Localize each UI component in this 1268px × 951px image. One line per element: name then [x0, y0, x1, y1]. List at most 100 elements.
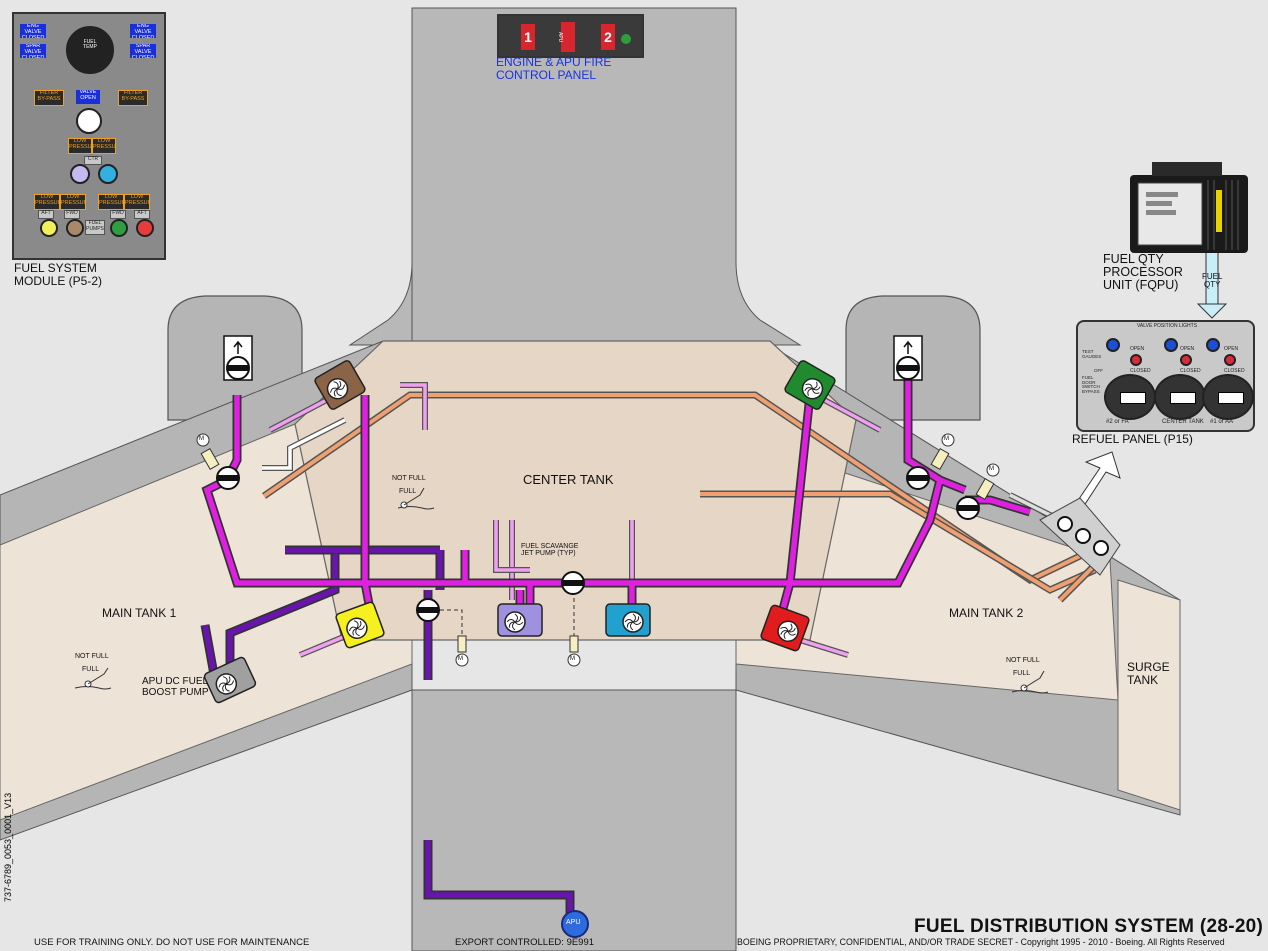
apu-feed-line: [200, 545, 575, 915]
spar-valve-light-2: SPAR VALVE CLOSED: [130, 44, 156, 58]
ctr-pump-switch-left[interactable]: [70, 164, 90, 184]
valve-position-header: VALVE POSITION LIGHTS: [1136, 323, 1198, 329]
main-tank-2-label: MAIN TANK 2: [949, 606, 1024, 620]
motor-label-1: M: [199, 436, 204, 442]
closed-label-3: CLOSED: [1224, 368, 1245, 374]
float-switches: [74, 487, 1049, 694]
fwd-2-pump-switch[interactable]: [110, 219, 128, 237]
test-gauges-label: TEST GAUGES: [1082, 349, 1102, 359]
crossfeed-valve: [561, 571, 585, 595]
valve-light-left: [1106, 338, 1120, 352]
fuselage-lower: [411, 689, 737, 951]
pump-aft-1: [335, 601, 385, 649]
ctr-low-pressure-light-1: LOW PRESSURE: [68, 138, 92, 154]
fuselage: [411, 7, 802, 346]
fqpu-label: FUEL QTY PROCESSOR UNIT (FQPU): [1103, 252, 1183, 293]
tank-1-label: #1 or AA: [1210, 419, 1234, 425]
main-tank-1-label: MAIN TANK 1: [102, 606, 177, 620]
not-full-label-tank-1: NOT FULL: [75, 653, 109, 660]
aft-2-low-pressure-light: LOW PRESSURE: [124, 194, 150, 210]
document-id: 737-6789_0053_0001_V13: [3, 792, 13, 902]
fwd-1-label: FWD: [64, 210, 80, 219]
valve-light-center: [1164, 338, 1178, 352]
motor-label-5: M: [570, 656, 575, 662]
apu-shutoff-valve: [416, 598, 440, 622]
pump-center-left: [497, 603, 543, 637]
center-quantity-gauge: [1154, 374, 1206, 420]
fuel-system-module: ENG VALVE CLOSED SPAR VALVE CLOSED ENG V…: [12, 12, 166, 260]
off-label: OFF: [1094, 368, 1103, 373]
crossfeed-valve-open-light: VALVE OPEN: [76, 90, 100, 104]
apu-dc-boost-pump: [203, 656, 257, 704]
refuel-station: [1039, 497, 1121, 576]
motor-label-3: M: [989, 466, 994, 472]
apu-fire-handle[interactable]: APU: [557, 22, 575, 52]
fwd-1-low-pressure-light: LOW PRESSURE: [60, 194, 86, 210]
fuel-temp-label: FUEL TEMP: [83, 39, 97, 50]
pump-center-right: [605, 603, 651, 637]
fire-test-switch-icon[interactable]: [621, 34, 631, 44]
surge-tank-label: SURGE TANK: [1127, 660, 1170, 687]
filter-bypass-light-2: FILTER BY-PASS: [118, 90, 148, 106]
refuel-panel: VALVE POSITION LIGHTS OPEN OPEN OPEN CLO…: [1076, 320, 1255, 432]
pump-fwd-2: [784, 360, 836, 410]
spar-valve-light-1: SPAR VALVE CLOSED: [20, 44, 46, 58]
motor-label-2: M: [944, 436, 949, 442]
not-full-label-tank-2: NOT FULL: [1006, 657, 1040, 664]
fuel-module-label: FUEL SYSTEM MODULE (P5-2): [14, 261, 103, 288]
refuel-switch-1[interactable]: [1130, 354, 1142, 366]
refuel-switch-2[interactable]: [1180, 354, 1192, 366]
ctr-low-pressure-light-2: LOW PRESSURE: [92, 138, 116, 154]
tank-2-label: #2 or FA: [1106, 419, 1129, 425]
aft-1-low-pressure-light: LOW PRESSURE: [34, 194, 60, 210]
fwd-1-pump-switch[interactable]: [66, 219, 84, 237]
engine-2-feed-box: [893, 335, 923, 381]
engine-1-spar-valve: [216, 466, 240, 490]
refuel-panel-label: REFUEL PANEL (P15): [1072, 432, 1193, 446]
valve-light-right: [1206, 338, 1220, 352]
open-label-1: OPEN: [1130, 346, 1145, 352]
apu-unit: [561, 910, 589, 938]
refuel-switch-3[interactable]: [1224, 354, 1236, 366]
aft-1-label: AFT: [38, 210, 54, 219]
scavenge-label: FUEL SCAVANGE JET PUMP (TYP): [521, 543, 579, 558]
eng-valve-light-1: ENG VALVE CLOSED: [20, 24, 46, 38]
aft-2-pump-switch[interactable]: [136, 219, 154, 237]
crossfeed-selector-icon[interactable]: [76, 108, 102, 134]
fwd-2-label: FWD: [110, 210, 126, 219]
eng-valve-light-2: ENG VALVE CLOSED: [130, 24, 156, 38]
footer-training: USE FOR TRAINING ONLY. DO NOT USE FOR MA…: [34, 937, 310, 948]
aft-1-pump-switch[interactable]: [40, 219, 58, 237]
full-label-center: FULL: [399, 488, 417, 495]
closed-label-1: CLOSED: [1130, 368, 1151, 374]
engine-2-spar-valve: [906, 466, 930, 490]
open-label-3: OPEN: [1224, 346, 1239, 352]
full-label-tank-1: FULL: [82, 666, 100, 673]
open-label-2: OPEN: [1180, 346, 1195, 352]
footer-export: EXPORT CONTROLLED: 9E991: [455, 937, 595, 948]
engine-1-fire-handle[interactable]: 1: [521, 24, 535, 50]
apu-pump-label: APU DC FUEL BOOST PUMP: [142, 676, 209, 698]
engine-1-feed-box: [223, 335, 253, 381]
pump-fwd-1: [314, 360, 366, 410]
motor-label-4: M: [458, 656, 463, 662]
pump-aft-2: [760, 604, 810, 652]
fuel-qty-label: FUEL QTY: [1202, 272, 1223, 290]
ctr-pump-switch-right[interactable]: [98, 164, 118, 184]
full-label-tank-2: FULL: [1013, 670, 1031, 677]
engine-2-fire-handle[interactable]: 2: [601, 24, 615, 50]
fwd-2-low-pressure-light: LOW PRESSURE: [98, 194, 124, 210]
surge-tank-area: [1117, 579, 1181, 811]
filter-bypass-light-1: FILTER BY-PASS: [34, 90, 64, 106]
page-title: FUEL DISTRIBUTION SYSTEM (28-20): [914, 916, 1264, 937]
fuselage-left-shoulder: [348, 8, 413, 346]
closed-label-2: CLOSED: [1180, 368, 1201, 374]
apu-label: APU: [566, 919, 581, 926]
aft-2-label: AFT: [134, 210, 150, 219]
tank-1-quantity-gauge: [1202, 374, 1254, 420]
not-full-label-center: NOT FULL: [392, 475, 426, 482]
center-tank-label: CENTER TANK: [523, 472, 614, 487]
footer-proprietary: BOEING PROPRIETARY, CONFIDENTIAL, AND/OR…: [737, 937, 1225, 947]
